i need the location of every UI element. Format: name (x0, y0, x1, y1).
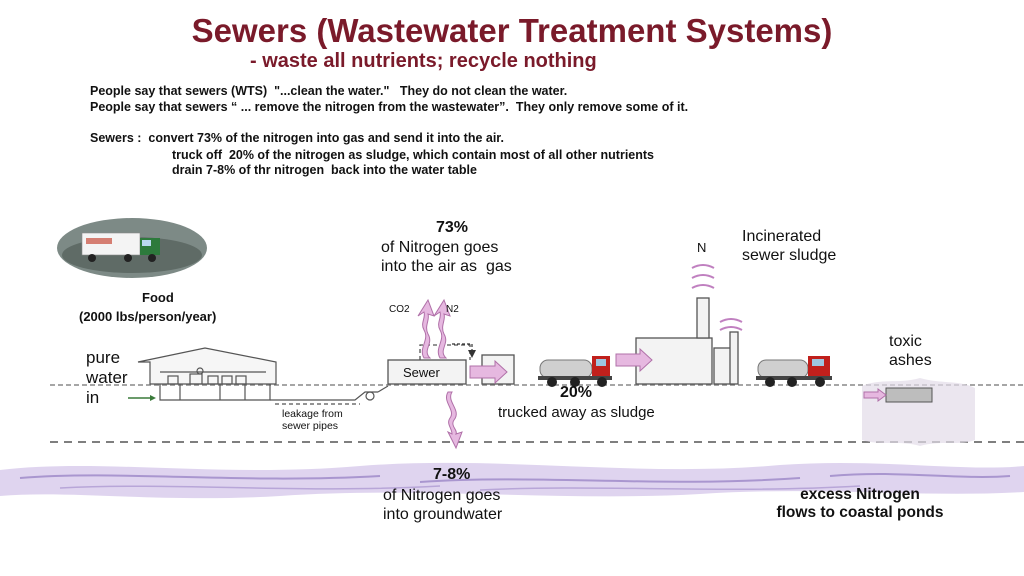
n2-arrow (452, 343, 476, 358)
smoke-squiggles (691, 264, 743, 331)
groundwater-arrow (446, 391, 463, 450)
sewer-to-truck-arrow (469, 359, 508, 385)
sewer-label: Sewer (403, 365, 440, 380)
page-subtitle: - waste all nutrients; recycle nothing (250, 50, 597, 72)
air-percent-label: 73% (436, 219, 469, 236)
page-title: Sewers (Wastewater Treatment Systems) (191, 12, 833, 49)
truck-to-incinerator-arrow (615, 347, 653, 373)
groundwater-band (0, 462, 1024, 499)
food-amount-label: (2000 lbs/person/year) (79, 309, 217, 324)
coastal-ponds-label: excess Nitrogen flows to coastal ponds (776, 486, 944, 522)
groundwater-description-label: of Nitrogen goes into groundwater (383, 487, 503, 523)
intro-line-2: People say that sewers “ ... remove the … (90, 100, 689, 114)
toxic-ashes-label: toxic ashes (889, 333, 932, 369)
tanker-truck-2 (756, 356, 832, 387)
sludge-percent-label: 20% (560, 384, 593, 401)
air-description-label: of Nitrogen goes into the air as gas (381, 239, 512, 275)
incinerator (635, 297, 739, 385)
ash-landfill (862, 378, 975, 446)
incinerated-label: Incinerated sewer sludge (742, 228, 837, 264)
sludge-description-label: trucked away as sludge (498, 404, 655, 421)
intro-line-3: Sewers : convert 73% of the nitrogen int… (90, 131, 504, 145)
sewer-pipe (270, 385, 389, 405)
co2-label: CO2 (389, 304, 410, 315)
tanker-truck-1 (538, 356, 612, 387)
gas-arrows (417, 298, 451, 359)
groundwater-percent-label: 7-8% (433, 466, 471, 483)
nitrogen-n-label: N (697, 240, 707, 255)
intro-line-1: People say that sewers (WTS) "...clean t… (90, 84, 568, 98)
pure-water-label: pure water in (86, 348, 128, 408)
intro-line-4: truck off 20% of the nitrogen as sludge,… (172, 148, 654, 162)
intro-line-5: drain 7-8% of thr nitrogen back into the… (172, 163, 477, 177)
food-label: Food (142, 290, 174, 305)
food-truck-image (57, 218, 207, 278)
house-drawing (137, 347, 277, 401)
n2-label: N2 (446, 304, 459, 315)
leakage-label: leakage from sewer pipes (282, 408, 343, 433)
pure-water-arrow (128, 395, 156, 401)
